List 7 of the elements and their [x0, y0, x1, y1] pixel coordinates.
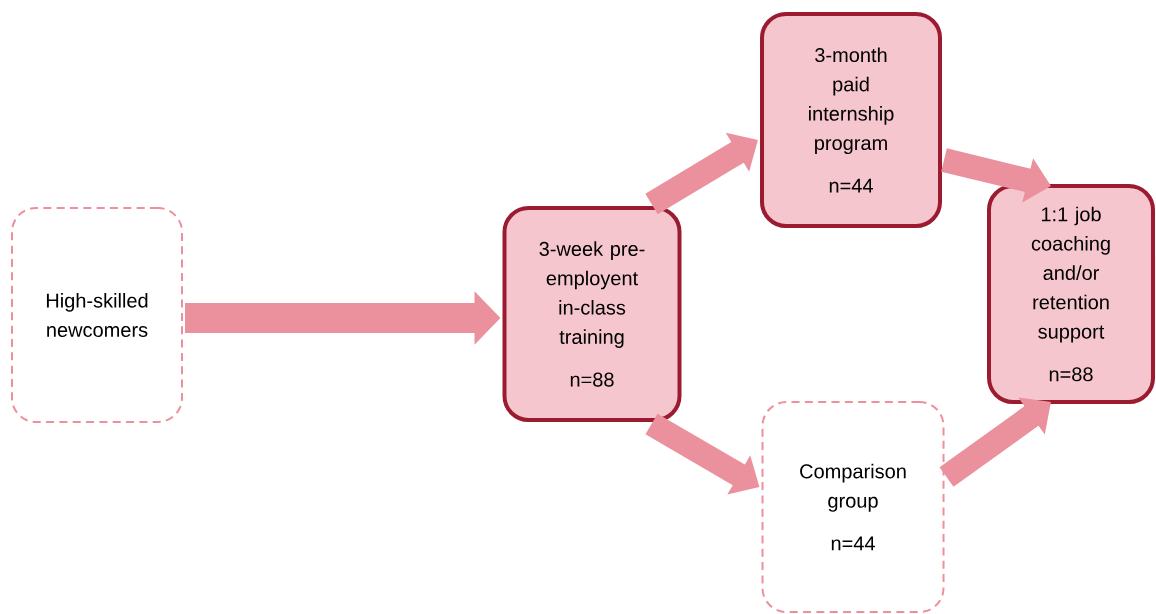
dashed-box: High-skilled newcomers: [11, 207, 183, 423]
block-arrow: [939, 397, 1051, 487]
dashed-box: Comparison group n=44: [761, 401, 945, 613]
process-box: 1:1 job coaching and/or retention support n=88: [987, 184, 1155, 404]
block-arrow: [645, 132, 758, 215]
process-box: 3-month paid internship program n=44: [760, 12, 942, 228]
process-box: 3-week pre-employent in-class training n=88: [502, 206, 682, 422]
